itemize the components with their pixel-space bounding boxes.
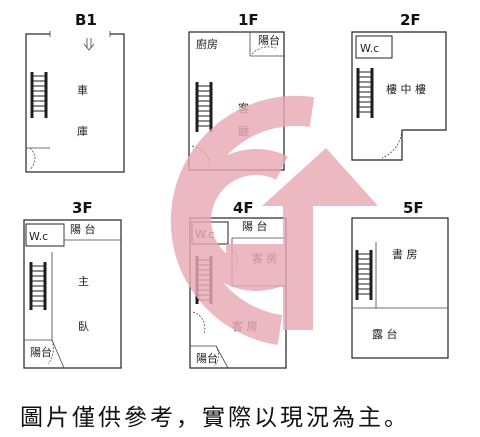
floor-plan-3f: 3F W.c 陽 台 主 臥 陽台 <box>23 199 122 369</box>
floor-title-2f: 2F <box>400 11 421 29</box>
3f-room-balcony-top: 陽 台 <box>70 222 96 236</box>
watermark-inner-ring <box>185 148 310 291</box>
1f-room-kitchen: 廚房 <box>196 37 218 51</box>
floor-plan-b1: B1 車 庫 <box>25 11 125 173</box>
circular-arrow-watermark-icon <box>170 95 378 345</box>
5f-outline <box>351 217 449 359</box>
4f-room-balcony-bottom: 陽台 <box>196 351 218 365</box>
5f-room-study: 書 房 <box>392 247 418 261</box>
5f-room-terrace: 露 台 <box>372 327 398 341</box>
4f-room-balcony-top: 陽 台 <box>242 219 268 233</box>
3f-outline <box>23 219 122 369</box>
5f-staircase <box>355 250 373 300</box>
disclaimer-caption: 圖片僅供參考，實際以現況為主。 <box>20 405 410 431</box>
b1-door-swing <box>29 147 36 171</box>
2f-room-loft: 樓 中 樓 <box>386 82 426 96</box>
2f-door-swing <box>381 129 403 159</box>
floor-title-1f: 1F <box>238 11 259 29</box>
3f-room-wc: W.c <box>29 230 48 243</box>
floor-plan-5f: 5F 書 房 露 台 <box>351 199 449 359</box>
4f-balcony-door-swing <box>213 345 219 367</box>
watermark-connector <box>226 244 306 270</box>
3f-room-balcony-bottom: 陽台 <box>30 345 52 359</box>
3f-room-master-1: 主 <box>78 275 89 288</box>
down-arrow-icon <box>83 38 95 51</box>
floor-title-4f: 4F <box>233 199 254 217</box>
1f-balcony-door-swing <box>251 46 277 55</box>
2f-staircase <box>356 68 374 118</box>
b1-staircase <box>30 72 48 118</box>
floor-plan-2f: 2F W.c 樓 中 樓 <box>351 11 447 161</box>
2f-room-wc: W.c <box>360 42 379 55</box>
3f-room-master-2: 臥 <box>78 320 89 333</box>
b1-room-garage-1: 車 <box>77 83 88 97</box>
3f-staircase <box>29 262 47 310</box>
1f-room-balcony: 陽台 <box>258 33 280 47</box>
floor-title-5f: 5F <box>403 199 424 217</box>
4f-bedroom2-door-swing <box>192 311 206 335</box>
floor-title-3f: 3F <box>72 199 93 217</box>
1f-staircase <box>195 82 213 132</box>
watermark-arrow-head <box>262 148 378 206</box>
b1-room-garage-2: 庫 <box>77 124 88 138</box>
floor-title-b1: B1 <box>75 11 97 29</box>
b1-outline <box>25 33 125 173</box>
2f-wc-box <box>355 35 393 59</box>
